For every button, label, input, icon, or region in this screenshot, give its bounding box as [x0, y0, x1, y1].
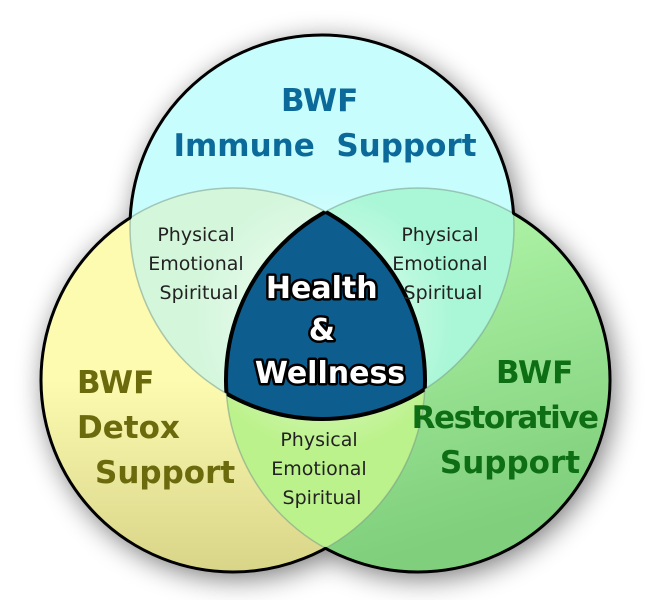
restorative-label-line1: BWF [496, 355, 573, 391]
overlap-immune-detox-line2: Emotional [148, 253, 243, 275]
overlap-detox-restorative-label: Physical Emotional Spiritual [271, 429, 373, 509]
detox-label-line2: Detox [77, 410, 180, 446]
overlap-detox-restorative-line3: Spiritual [283, 487, 362, 509]
overlap-immune-restorative-line2: Emotional [392, 253, 487, 275]
detox-outline [39, 186, 427, 574]
overlap-immune-detox-label: Physical Emotional Spiritual [148, 224, 250, 304]
overlap-immune-restorative-label: Physical Emotional Spiritual [392, 224, 494, 304]
restorative-label: BWF Restorative Support [412, 355, 609, 481]
overlap-detox-restorative-line2: Emotional [271, 458, 366, 480]
center-label: Health & Wellness [255, 271, 405, 391]
restorative-outline [224, 186, 612, 574]
center-label-line2: & [309, 313, 335, 348]
immune-label-line1: BWF [281, 83, 358, 119]
immune-label: BWF Immune Support [173, 83, 476, 164]
detox-label: BWF Detox Support [77, 365, 235, 491]
immune-label-line2: Immune Support [173, 128, 476, 164]
restorative-label-line3: Support [440, 445, 580, 481]
center-label-line1: Health [266, 271, 378, 306]
overlap-immune-detox-line1: Physical [157, 224, 234, 246]
detox-label-line3: Support [95, 455, 235, 491]
center-label-line3: Wellness [255, 356, 405, 391]
overlap-detox-restorative-line1: Physical [280, 429, 357, 451]
overlap-immune-detox-line3: Spiritual [160, 282, 239, 304]
detox-label-line1: BWF [77, 365, 154, 401]
overlap-immune-restorative-line1: Physical [401, 224, 478, 246]
immune-outline [128, 33, 516, 421]
union-outline [39, 33, 612, 574]
overlap-immune-restorative-line3: Spiritual [404, 282, 483, 304]
restorative-label-line2: Restorative [412, 400, 598, 436]
